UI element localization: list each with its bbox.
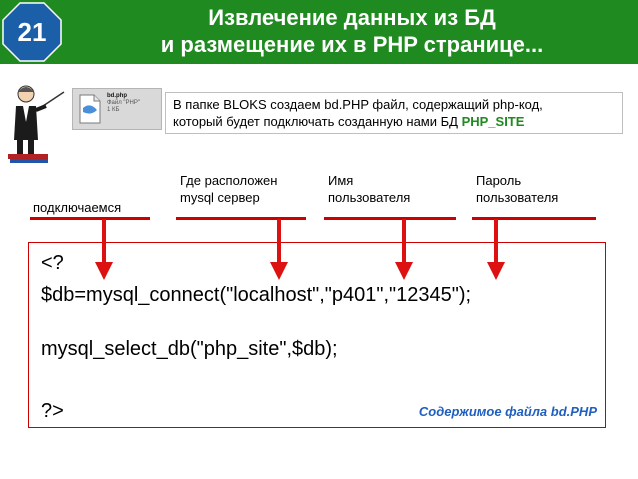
presenter-figure-icon [8, 85, 65, 163]
file-icon-thumbnail: bd.php Файл "PHP" 1 КБ [72, 88, 162, 130]
db-name: PHP_SITE [461, 114, 525, 129]
file-size: 1 КБ [107, 107, 120, 113]
title-line-1: Извлечение данных из БД [208, 5, 496, 30]
label-user-line-2: пользователя [328, 190, 411, 205]
slide-number: 21 [17, 16, 47, 47]
label-password: Пароль пользователя [476, 172, 558, 206]
underline-connect [30, 217, 150, 220]
info-line-2-text: который будет подключать созданную нами … [173, 114, 462, 129]
info-box: В папке BLOKS создаем bd.PHP файл, содер… [165, 92, 623, 134]
code-box: <? $db=mysql_connect("localhost","p401",… [28, 242, 606, 428]
underline-user [324, 217, 456, 220]
file-type: Файл "PHP" [107, 100, 141, 106]
label-server-line-1: Где расположен [180, 173, 278, 188]
php-file-icon [79, 94, 101, 124]
file-meta: bd.php Файл "PHP" 1 КБ [107, 93, 140, 114]
underline-password [472, 217, 596, 220]
file-name: bd.php [107, 93, 127, 99]
label-password-line-1: Пароль [476, 173, 522, 188]
code-line-3: mysql_select_db("php_site",$db); [41, 338, 338, 360]
code-line-2: $db=mysql_connect("localhost","p401","12… [41, 284, 472, 306]
label-server: Где расположен mysql сервер [180, 172, 277, 206]
header-bar [0, 0, 638, 64]
info-line-1: В папке BLOKS создаем bd.PHP файл, содер… [173, 97, 543, 112]
page-title: Извлечение данных из БД и размещение их … [72, 4, 632, 58]
underline-server [176, 217, 306, 220]
label-password-line-2: пользователя [476, 190, 559, 205]
label-user: Имя пользователя [328, 172, 410, 206]
label-user-line-1: Имя [328, 173, 354, 188]
code-caption: Содержимое файла bd.PHP [418, 404, 597, 419]
info-line-2: который будет подключать созданную нами … [173, 113, 615, 130]
code-line-1: <? [41, 252, 64, 274]
label-server-line-2: mysql сервер [180, 190, 260, 205]
code-line-4: ?> [41, 400, 64, 422]
label-connect: подключаемся [33, 200, 122, 215]
slide-number-badge [2, 2, 62, 62]
title-line-2: и размещение их в PHP странице... [160, 32, 544, 57]
